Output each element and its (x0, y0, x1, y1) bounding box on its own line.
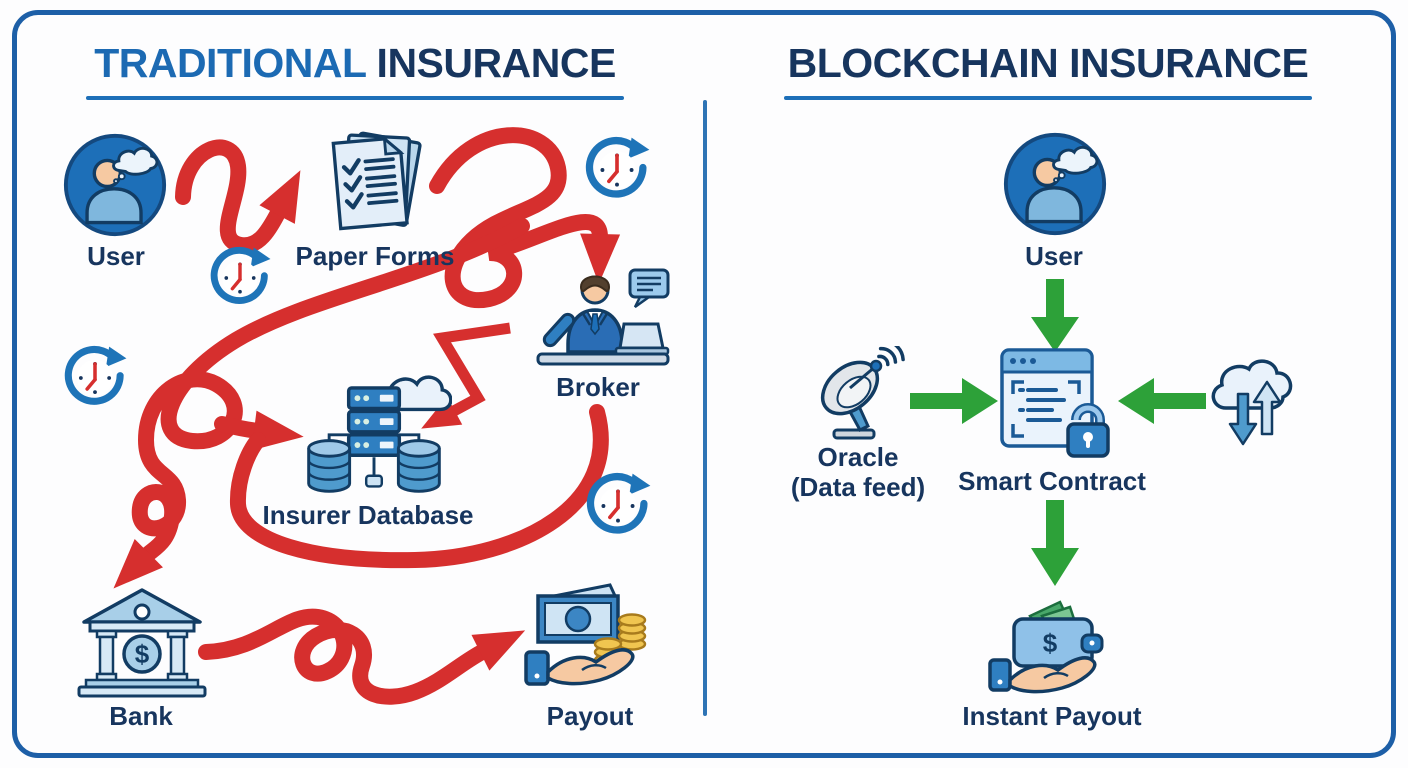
arrow-paperforms-to-broker (429, 127, 621, 309)
user-icon (1002, 131, 1108, 237)
title-blockchain-insurance: BLOCKCHAIN INSURANCE (787, 40, 1309, 86)
title-underline (784, 96, 1312, 100)
broker-icon (532, 266, 672, 378)
node-label-instant-payout: Instant Payout (962, 701, 1142, 731)
title-word-insurance: INSURANCE (376, 40, 617, 86)
dollar-glyph: $ (135, 639, 150, 669)
green-arrows (910, 279, 1206, 586)
clock-icon (62, 345, 128, 411)
cloud-sync-icon (1206, 342, 1298, 454)
arrow-tangle-to-bank (113, 218, 530, 589)
node-label-user: User (87, 241, 145, 271)
node-label-broker: Broker (556, 372, 640, 402)
user-icon (62, 132, 168, 238)
panel-divider (703, 100, 707, 716)
right-panel-title: BLOCKCHAIN INSURANCE (716, 40, 1380, 100)
node-label-user-right: User (1025, 241, 1083, 271)
instant-payout-icon: $ (986, 592, 1118, 704)
arrow-oracle-to-contract (910, 378, 998, 424)
node-label-payout: Payout (546, 701, 634, 731)
node-label-oracle-sub: (Data feed) (790, 472, 926, 502)
node-label-insurer-database: Insurer Database (262, 500, 474, 530)
arrow-user-to-paperforms (175, 139, 301, 254)
title-word-traditional: TRADITIONAL (94, 40, 367, 86)
paper-forms-icon (318, 124, 432, 240)
arrow-contract-to-payout (1031, 500, 1079, 586)
title-underline (86, 96, 624, 100)
clock-icon (208, 246, 272, 310)
smart-contract-icon (998, 346, 1114, 466)
node-label-bank: Bank (109, 701, 173, 731)
arrow-user-to-contract (1031, 279, 1079, 352)
node-label-smart-contract: Smart Contract (958, 466, 1146, 496)
arrow-cloud-to-contract (1118, 378, 1206, 424)
arrow-into-database-left (214, 410, 304, 451)
clock-icon (583, 136, 651, 204)
arrow-broker-to-database (421, 322, 511, 429)
payout-icon (520, 578, 662, 700)
dollar-glyph: $ (1043, 628, 1058, 658)
bank-icon: $ (76, 582, 208, 700)
oracle-icon (806, 346, 912, 452)
arrow-broker-sweep (229, 404, 609, 569)
node-label-oracle: Oracle (817, 442, 899, 472)
arrow-bank-to-payout (198, 608, 526, 705)
insurer-database-icon (296, 352, 452, 500)
clock-icon (584, 472, 652, 540)
node-label-paper-forms: Paper Forms (295, 241, 455, 271)
